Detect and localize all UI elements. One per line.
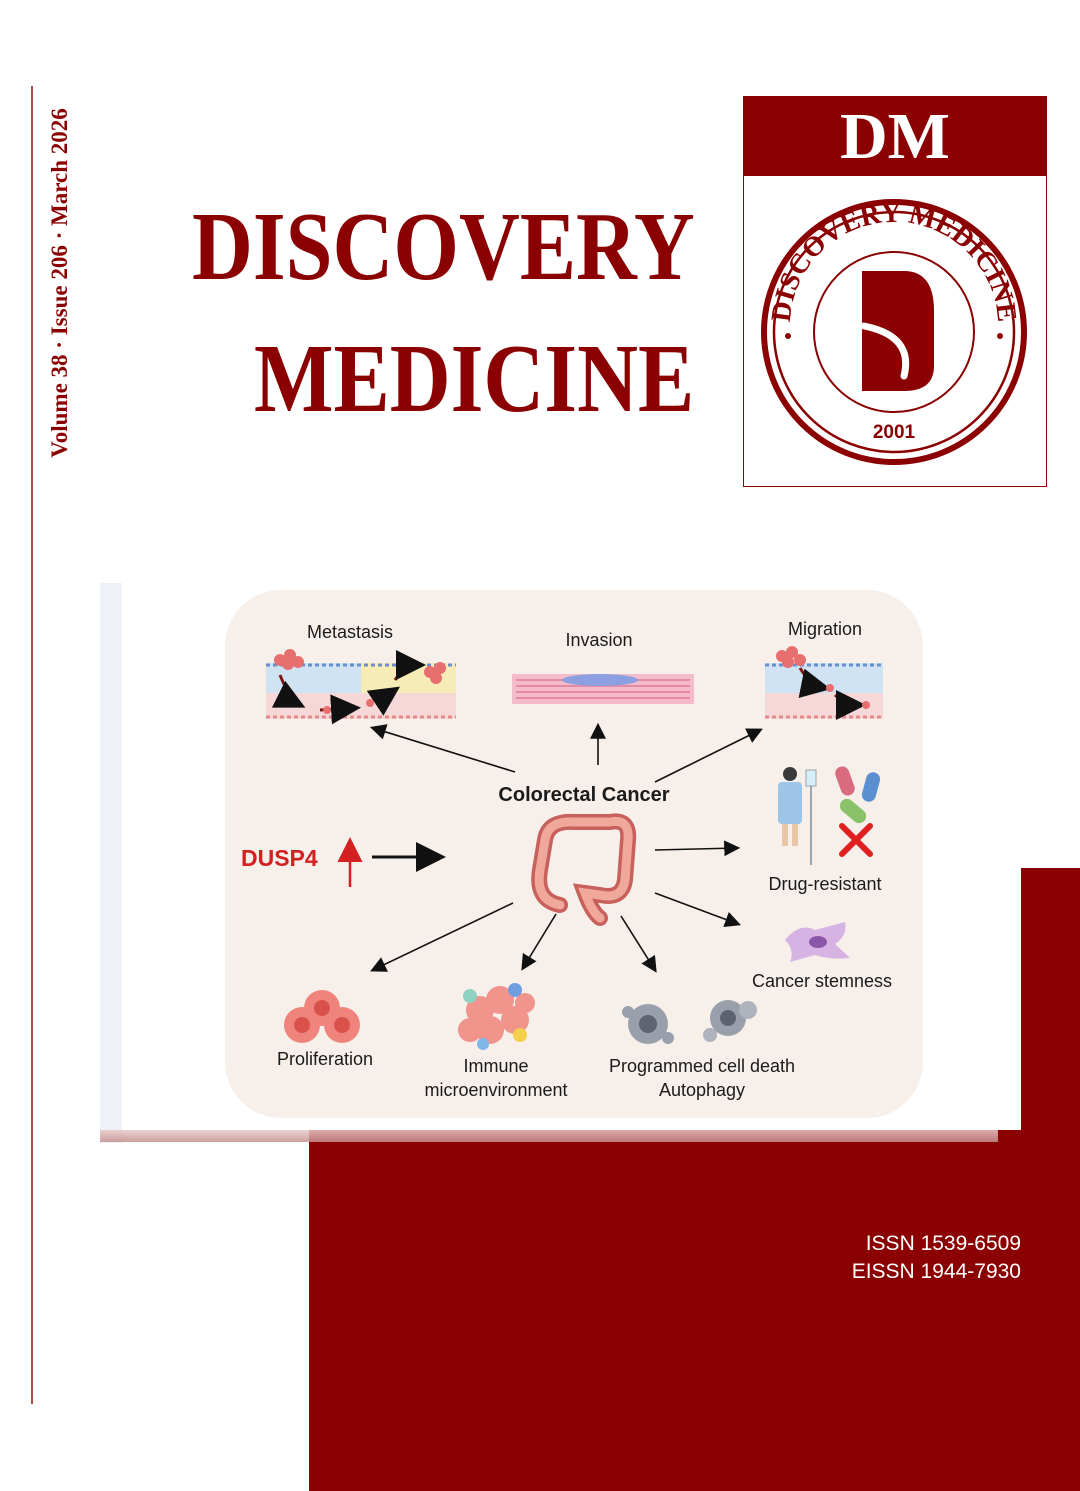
journal-title-line2: MEDICINE xyxy=(254,325,695,433)
metastasis-illustration xyxy=(266,649,456,725)
drug-resistant-illustration xyxy=(778,766,881,865)
seal-emblem: DISCOVERY MEDICINE 2001 xyxy=(761,198,1027,465)
label-cancer-stemness: Cancer stemness xyxy=(751,971,893,991)
label-proliferation: Proliferation xyxy=(276,1049,374,1069)
label-colorectal-cancer: Colorectal Cancer xyxy=(498,784,670,806)
label-immune-line2: microenvironment xyxy=(424,1080,568,1100)
spine-divider xyxy=(31,86,33,1404)
accent-band-bottom xyxy=(309,1130,1080,1491)
issn-online: EISSN 1944-7930 xyxy=(851,1260,1021,1283)
migration-illustration xyxy=(765,646,883,720)
label-gene: DUSP4 xyxy=(241,845,318,871)
accent-band-right xyxy=(1021,868,1080,1130)
proliferation-cells-icon xyxy=(284,990,360,1043)
card-shadow-left xyxy=(100,583,124,1143)
seal-d-icon xyxy=(862,271,934,391)
journal-logo: DM DISCOVERY MEDICINE 2001 xyxy=(743,96,1047,487)
label-pcd-line1: Programmed cell death xyxy=(608,1056,796,1076)
label-drug-resistant: Drug-resistant xyxy=(768,874,882,894)
cross-icon xyxy=(839,823,873,857)
label-immune-line1: Immune xyxy=(463,1056,529,1076)
issn-print: ISSN 1539-6509 xyxy=(865,1232,1021,1255)
journal-title-line1: DISCOVERY xyxy=(192,193,695,301)
issn-block: ISSN 1539-6509 EISSN 1944-7930 xyxy=(852,1230,1021,1286)
card-shadow-bottom xyxy=(100,1130,998,1142)
label-metastasis: Metastasis xyxy=(306,622,394,642)
logo-abbreviation: DM xyxy=(744,97,1046,176)
colon-icon xyxy=(531,813,637,926)
label-invasion: Invasion xyxy=(565,630,633,650)
invasion-illustration xyxy=(512,674,694,704)
diagram-arrows xyxy=(369,722,763,973)
cell-death-icon xyxy=(622,1000,757,1044)
seal-year: 2001 xyxy=(873,422,916,443)
label-pcd-line2: Autophagy xyxy=(658,1080,746,1100)
label-migration: Migration xyxy=(787,619,863,639)
immune-cells-icon xyxy=(458,983,535,1050)
